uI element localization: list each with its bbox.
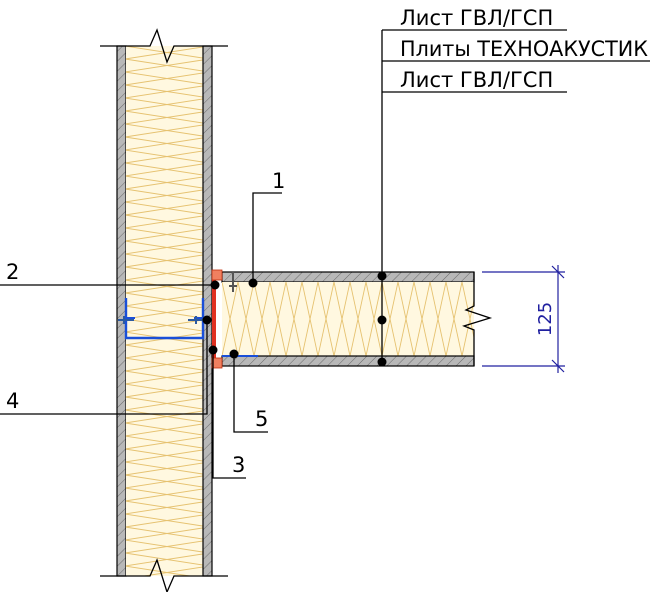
screw-icon — [118, 316, 134, 324]
wall-break-top — [100, 28, 228, 64]
leader-3 — [212, 353, 246, 479]
sealing-tape-icon — [212, 280, 216, 358]
leader-dot — [377, 315, 387, 325]
dim-tick — [551, 265, 565, 279]
leader-dot — [210, 280, 220, 290]
callout-2: 2 — [6, 260, 19, 284]
partition-wall — [221, 271, 493, 367]
leader-dot — [202, 315, 212, 325]
callout-5: 5 — [255, 407, 268, 431]
partition-insulation — [222, 282, 474, 356]
sealing-corner-icon — [211, 269, 223, 281]
leader-4 — [0, 320, 208, 415]
layer-label-top: Лист ГВЛ/ГСП — [400, 6, 553, 30]
callout-1: 1 — [272, 169, 285, 193]
dim-tick — [551, 359, 565, 373]
partition-bottom-board — [221, 355, 475, 367]
dimension-value: 125 — [535, 302, 556, 336]
dimension-125 — [482, 265, 565, 373]
leader-dot — [248, 278, 258, 288]
callout-3: 3 — [232, 453, 245, 477]
leader-1 — [252, 192, 282, 283]
vertical-wall — [100, 28, 228, 592]
partition-top-board — [221, 271, 475, 283]
wall-left-board — [116, 45, 127, 577]
wall-right-board — [202, 45, 213, 577]
leader-dot — [377, 271, 387, 281]
leader-dot — [377, 357, 387, 367]
layer-label-bottom: Лист ГВЛ/ГСП — [400, 68, 553, 92]
leader-dot — [229, 349, 239, 359]
leader-dots — [202, 271, 387, 367]
leader-dot — [208, 345, 218, 355]
screw-icon — [188, 316, 204, 324]
layer-label-middle: Плиты ТЕХНОАКУСТИК — [400, 37, 648, 61]
wall-break-bottom — [100, 558, 228, 592]
wall-insulation — [126, 46, 203, 576]
leader-5 — [233, 354, 268, 433]
callout-4: 4 — [6, 389, 19, 413]
screw-icon — [229, 272, 237, 292]
leaders — [0, 29, 650, 479]
partition-break — [462, 272, 493, 366]
sealing-corner-icon — [211, 357, 223, 369]
